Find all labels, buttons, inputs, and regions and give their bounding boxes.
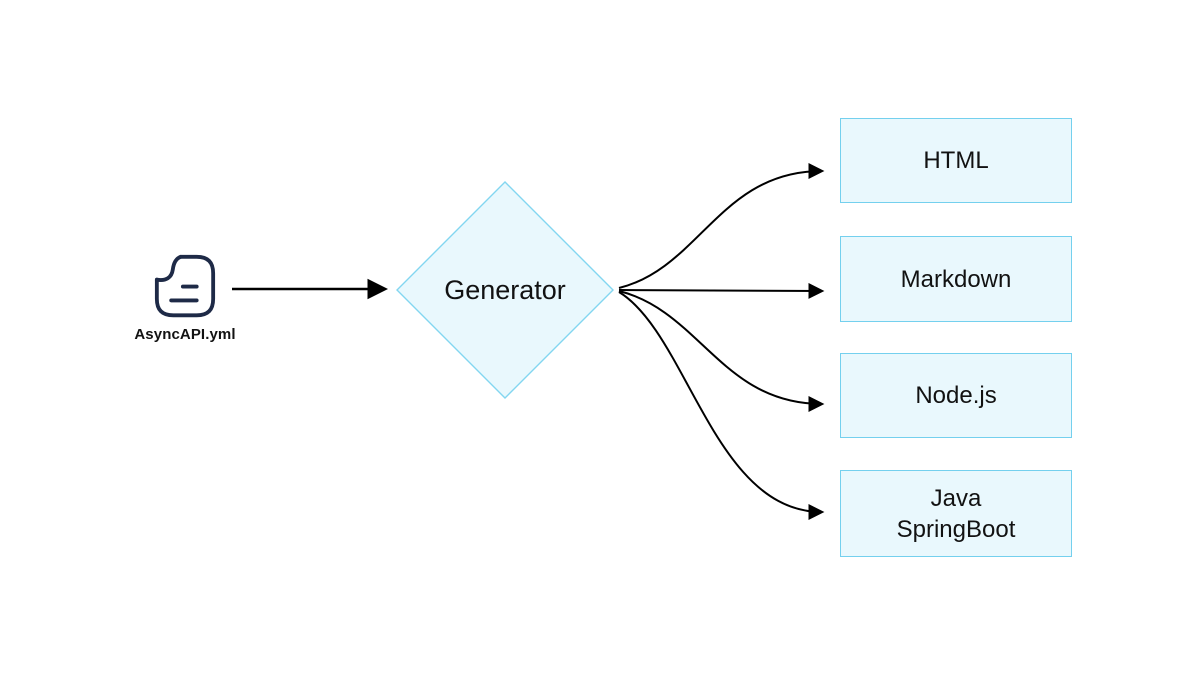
source-file-label: AsyncAPI.yml: [134, 326, 236, 343]
output-node-label: Node.js: [915, 382, 997, 409]
generator-node-label: Generator: [444, 274, 566, 305]
asyncapi-file-icon: [151, 249, 219, 321]
output-node-label-line1: Java: [930, 484, 982, 512]
generator-diamond-shape: [396, 181, 614, 399]
output-node-markdown: Markdown: [840, 236, 1072, 322]
arrow-generator-to-nodejs: [618, 290, 825, 412]
output-node-java-springboot: Java SpringBoot: [840, 470, 1072, 557]
arrow-generator-to-html: [618, 163, 825, 289]
output-node-label-line2: SpringBoot: [896, 515, 1016, 543]
arrow-generator-to-java: [618, 291, 825, 520]
output-node-nodejs: Node.js: [840, 353, 1072, 438]
output-node-label: Markdown: [900, 265, 1012, 293]
arrow-generator-to-markdown: [618, 282, 825, 299]
output-node-html: HTML: [840, 118, 1072, 203]
output-node-label: HTML: [923, 147, 989, 174]
